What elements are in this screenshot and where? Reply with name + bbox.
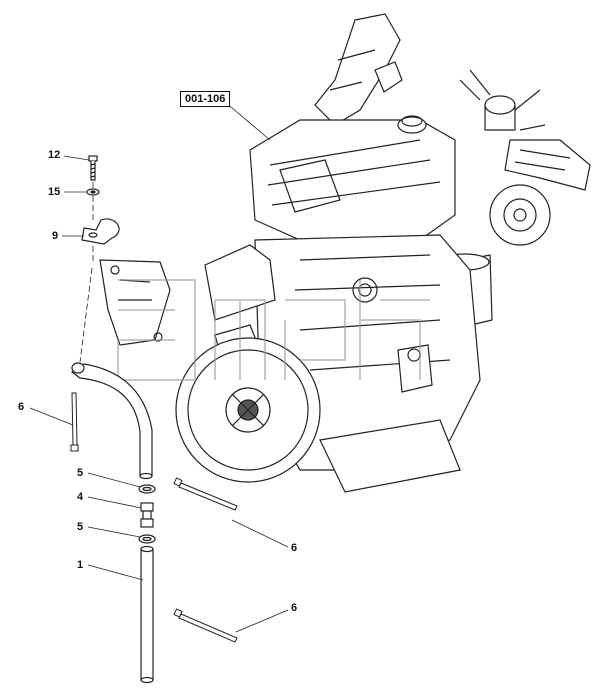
callout-5: 5: [77, 467, 84, 479]
leader-lines: [29, 101, 289, 633]
callout-6: 6: [291, 602, 298, 614]
straight-tube-part: [140, 545, 154, 684]
reference-box: 001-106: [180, 91, 231, 107]
callout-4: 4: [77, 491, 84, 503]
clamp-part: [81, 218, 120, 245]
callout-15: 15: [48, 186, 61, 198]
callout-6: 6: [18, 401, 25, 413]
engine-illustration: [99, 13, 591, 493]
bent-tube-part: [70, 362, 153, 480]
cable-tie-part: [70, 392, 79, 452]
bolt-part: [88, 155, 98, 181]
watermark-logo: [117, 279, 430, 381]
o-ring-part: [138, 534, 156, 544]
callout-12: 12: [48, 149, 61, 161]
o-ring-part: [138, 484, 156, 494]
callout-1: 1: [77, 559, 84, 571]
assembly-guide-line: [79, 182, 94, 363]
callout-5: 5: [77, 521, 84, 533]
washer-part: [86, 188, 100, 196]
cable-tie-part: [173, 608, 238, 643]
callout-9: 9: [52, 230, 59, 242]
callout-6: 6: [291, 542, 298, 554]
cable-tie-part: [173, 477, 238, 511]
connector-fitting-part: [140, 502, 154, 528]
